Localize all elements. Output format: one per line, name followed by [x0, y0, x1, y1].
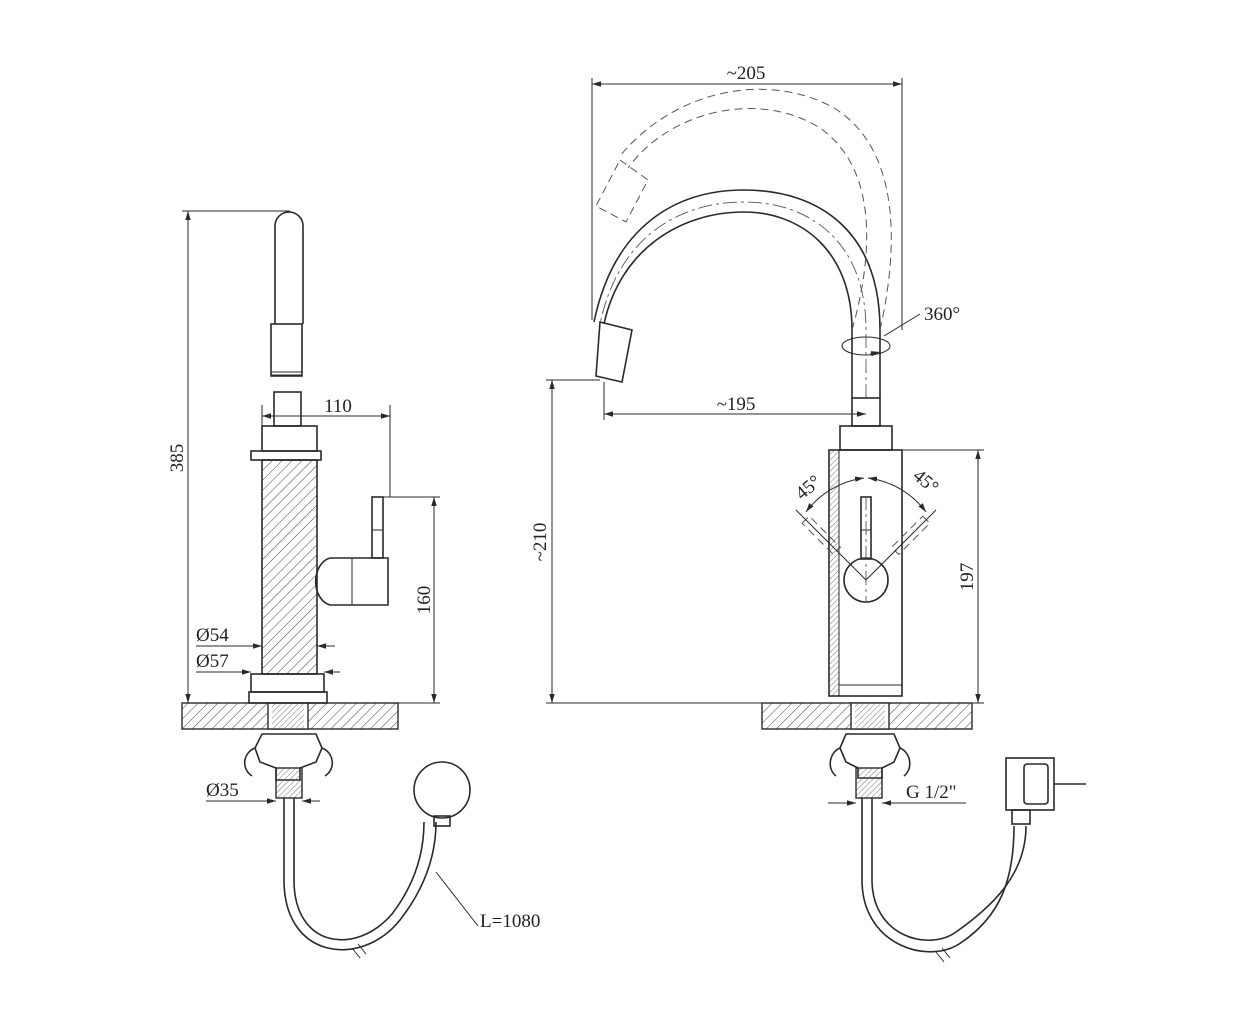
- front-body: [828, 449, 903, 697]
- side-threaded-shank: [275, 767, 303, 799]
- side-body-top-ring: [261, 425, 318, 452]
- dim-385: 385: [167, 444, 188, 473]
- side-base-collar: [250, 673, 325, 693]
- dim-spout-reach: ~195: [717, 394, 756, 415]
- dim-d35: Ø35: [206, 780, 239, 801]
- front-plug-body: [1005, 757, 1055, 811]
- dim-d54: Ø54: [196, 625, 229, 646]
- side-plug-ball: [413, 761, 471, 819]
- rotation-ellipse: [841, 336, 891, 356]
- dim-body-height: 197: [957, 563, 978, 592]
- dim-110: 110: [324, 396, 352, 417]
- front-body-shade: [829, 450, 839, 696]
- front-hose: [861, 798, 1015, 953]
- angle-left: 45°: [792, 471, 826, 504]
- side-hose: [283, 798, 437, 951]
- front-spout-rotated: [627, 108, 868, 331]
- side-spout-tube: [274, 211, 304, 324]
- dim-width-total: ~205: [727, 63, 766, 84]
- side-body: [261, 459, 318, 675]
- front-spout: [603, 211, 853, 398]
- side-handle-lever: [371, 496, 384, 559]
- dim-160: 160: [414, 586, 435, 615]
- dim-spout-height: ~210: [530, 523, 551, 562]
- side-handle-hub: [314, 557, 389, 606]
- side-neck: [273, 391, 302, 427]
- side-view: 385 110 160 Ø54 Ø57 Ø35 L=1080: [167, 210, 540, 959]
- side-body-band: [250, 450, 322, 461]
- front-view: 45° 45° 360° ~205 ~195 ~210: [530, 63, 1086, 963]
- angle-right: 45°: [909, 465, 943, 498]
- side-aerator: [270, 323, 303, 377]
- front-aerator: [595, 320, 633, 383]
- front-neck: [851, 397, 881, 427]
- dim-rotation: 360°: [924, 304, 960, 325]
- dim-d57: Ø57: [196, 651, 229, 672]
- front-threaded-shank: [855, 767, 883, 799]
- front-body-top-ring: [839, 425, 893, 451]
- dim-cable-length: L=1080: [480, 911, 540, 932]
- dim-thread: G 1/2": [906, 782, 957, 803]
